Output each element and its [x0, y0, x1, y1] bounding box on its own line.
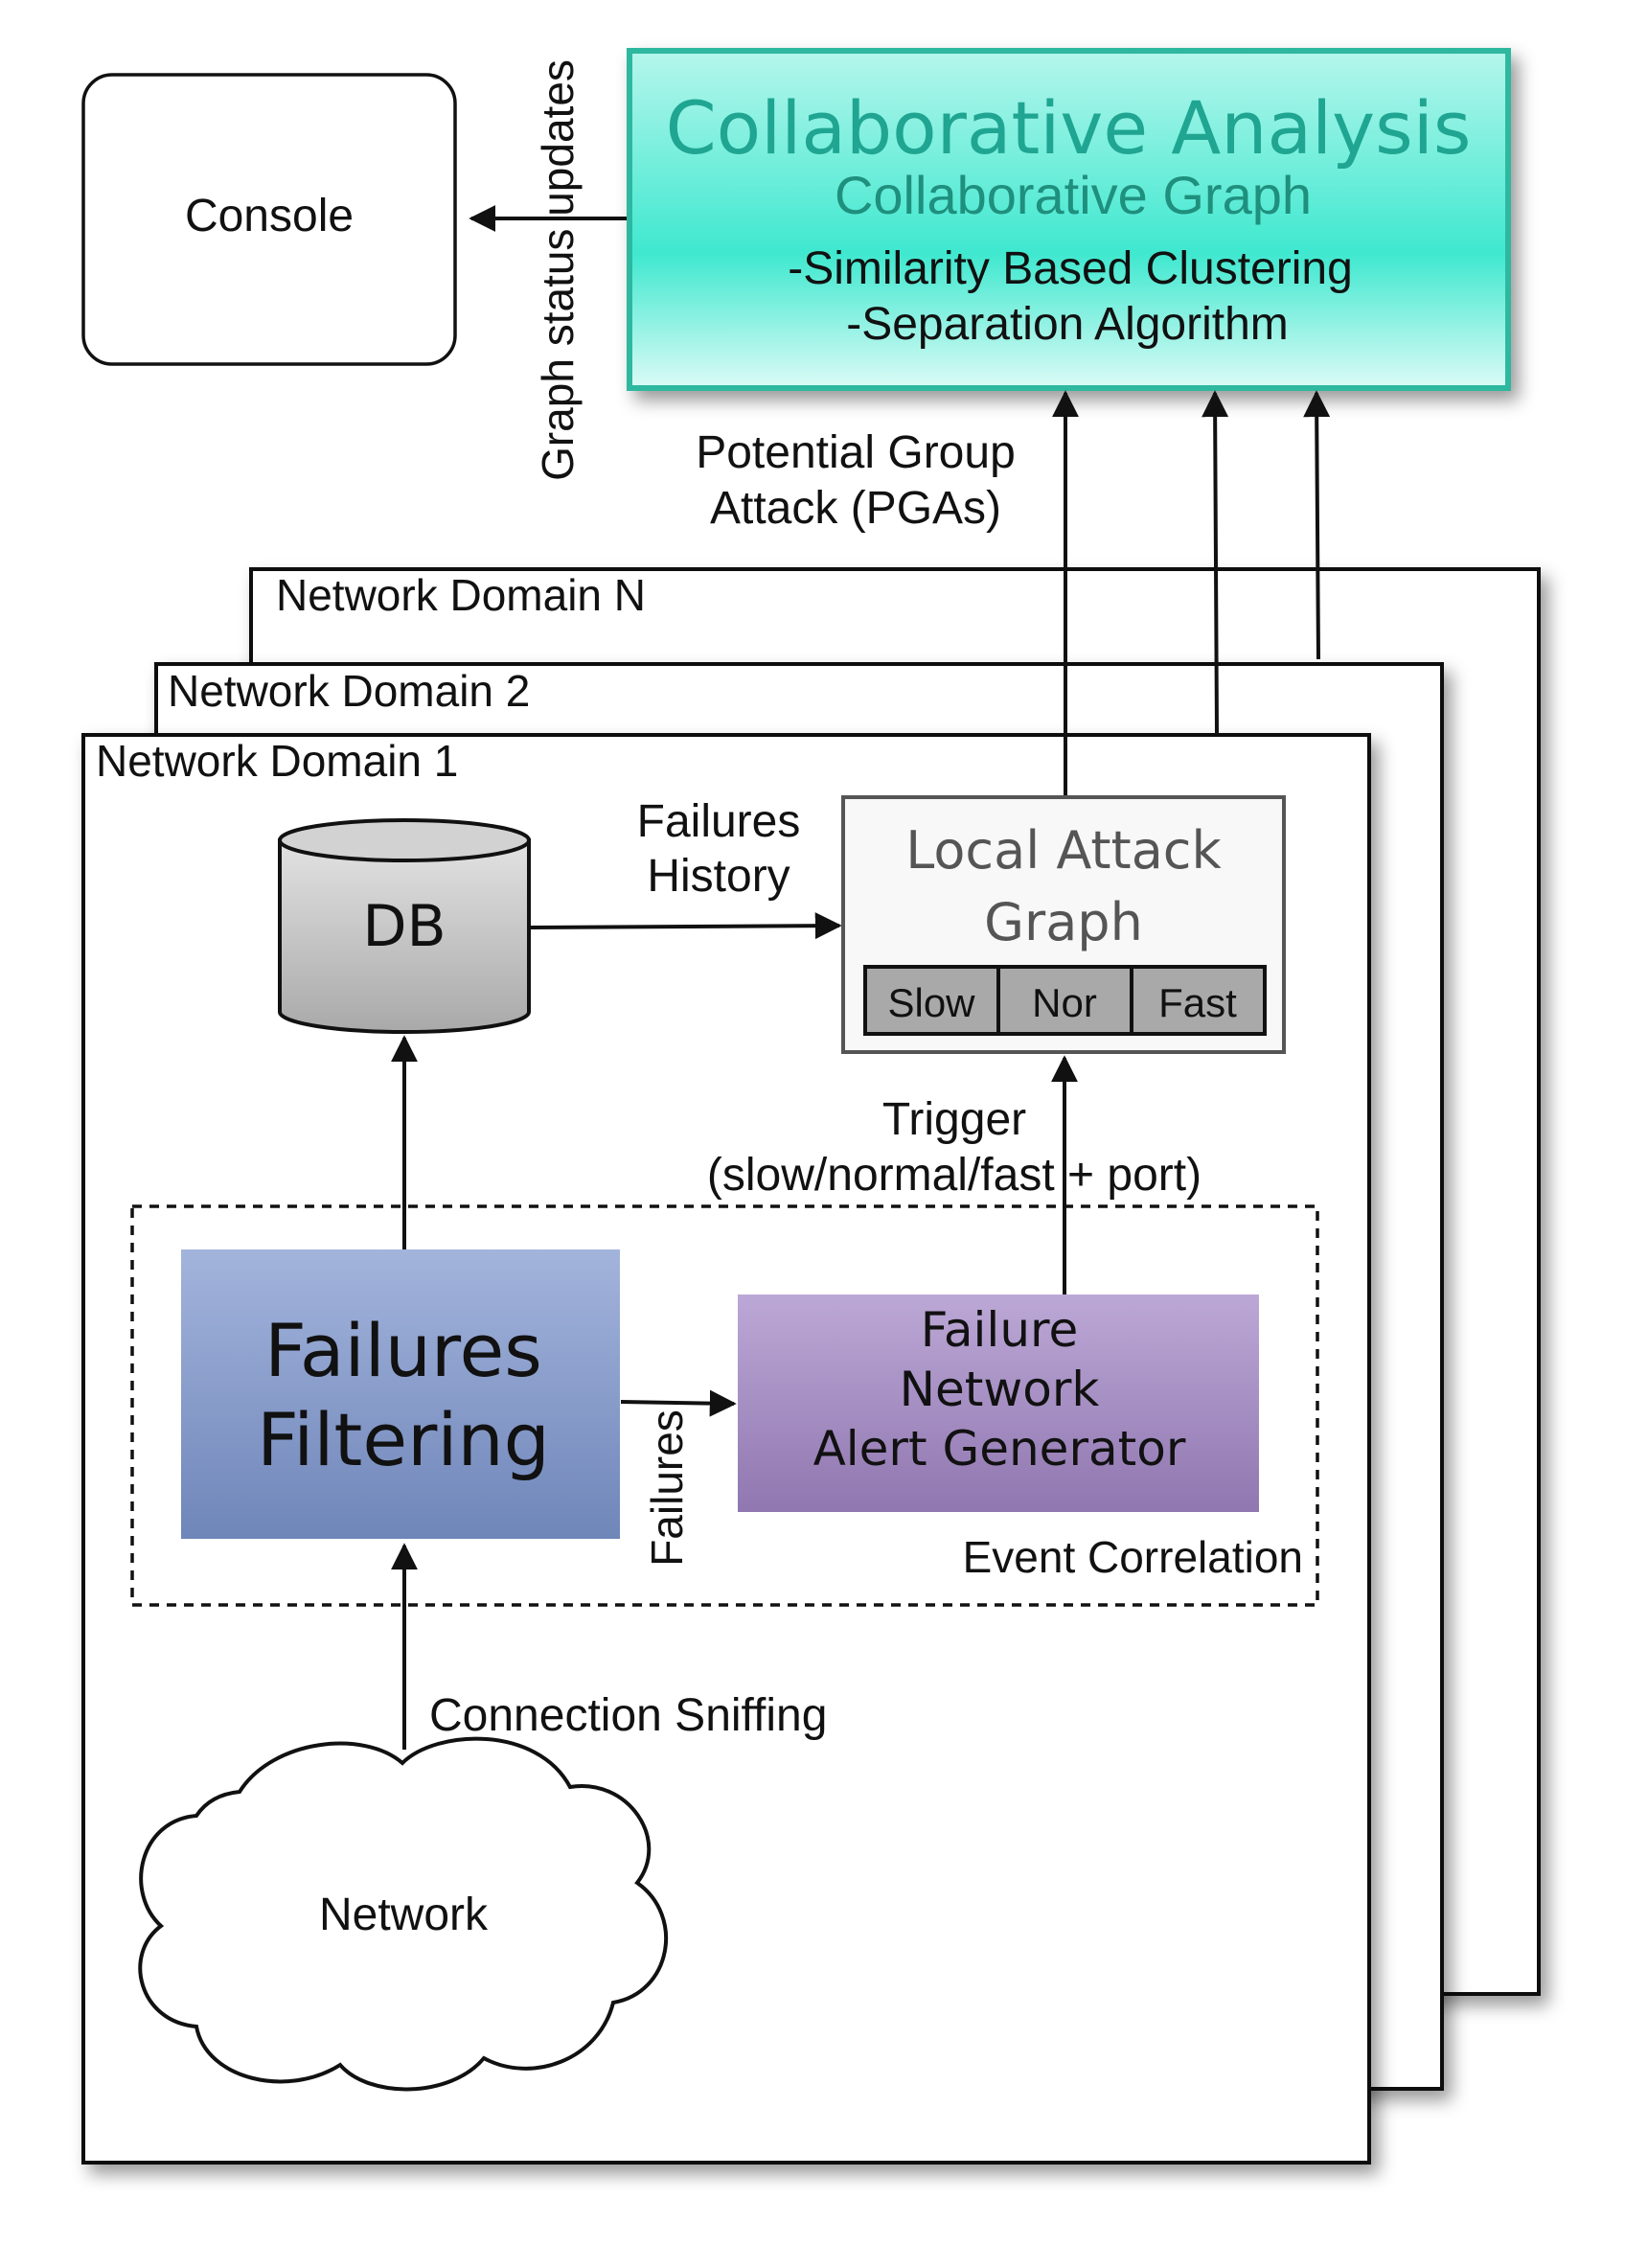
console-label: Console — [185, 191, 354, 241]
pga-arrow-domain-2 — [1202, 390, 1229, 735]
collab-item-separation: -Separation Algorithm — [846, 299, 1289, 350]
failures-filtering-box: Failures Filtering — [181, 1249, 620, 1539]
trigger-line1: Trigger — [882, 1094, 1026, 1145]
network-cloud: Network — [138, 1736, 669, 2092]
alert-generator-line1: Failure — [921, 1302, 1079, 1358]
db-label: DB — [362, 893, 446, 960]
pga-label-line2: Attack (PGAs) — [710, 483, 1001, 534]
collab-item-clustering: -Similarity Based Clustering — [788, 243, 1353, 294]
network-domain-2-label: Network Domain 2 — [168, 666, 530, 716]
network-domain-n-label: Network Domain N — [276, 570, 646, 620]
console-box: Console — [81, 73, 457, 366]
graph-status-updates-label: Graph status updates — [533, 59, 583, 481]
local-attack-graph-line2: Graph — [984, 892, 1143, 952]
event-correlation-box — [130, 1204, 1319, 1607]
pga-label-line1: Potential Group — [696, 427, 1016, 478]
trigger-line2: (slow/normal/fast + port) — [707, 1150, 1202, 1201]
alert-generator-line2: Network — [900, 1362, 1100, 1417]
event-correlation-label: Event Correlation — [963, 1532, 1303, 1582]
connection-sniffing-label: Connection Sniffing — [429, 1690, 827, 1741]
collaborative-analysis-box: Collaborative Analysis Collaborative Gra… — [627, 48, 1511, 391]
failures-history-line2: History — [647, 851, 790, 902]
speed-label-nor: Nor — [1032, 980, 1097, 1025]
failures-vertical-label: Failures — [642, 1409, 692, 1567]
failures-filtering-line2: Filtering — [257, 1397, 550, 1482]
failures-filtering-line1: Failures — [264, 1308, 542, 1393]
speed-label-slow: Slow — [887, 980, 975, 1025]
network-label: Network — [319, 1890, 489, 1940]
local-attack-graph-box: Local Attack Graph Slow Nor Fast — [841, 795, 1286, 1054]
alert-generator-line3: Alert Generator — [813, 1421, 1186, 1477]
collaborative-analysis-title: Collaborative Analysis — [666, 85, 1472, 171]
alert-generator-box: Failure Network Alert Generator — [738, 1294, 1259, 1512]
failures-history-arrow — [530, 912, 842, 940]
speed-cell-fast — [1130, 965, 1267, 1036]
speed-cell-slow — [863, 965, 1000, 1036]
speed-label-fast: Fast — [1158, 980, 1237, 1025]
local-attack-graph-line1: Local Attack — [905, 820, 1222, 881]
collaborative-graph-subtitle: Collaborative Graph — [835, 165, 1312, 225]
network-domain-1-label: Network Domain 1 — [96, 736, 458, 786]
db-cylinder: DB — [278, 818, 531, 1034]
filtering-to-alert-arrow — [620, 1389, 737, 1417]
pga-arrow-domain-n — [1303, 390, 1331, 660]
failures-history-line1: Failures — [637, 796, 801, 847]
